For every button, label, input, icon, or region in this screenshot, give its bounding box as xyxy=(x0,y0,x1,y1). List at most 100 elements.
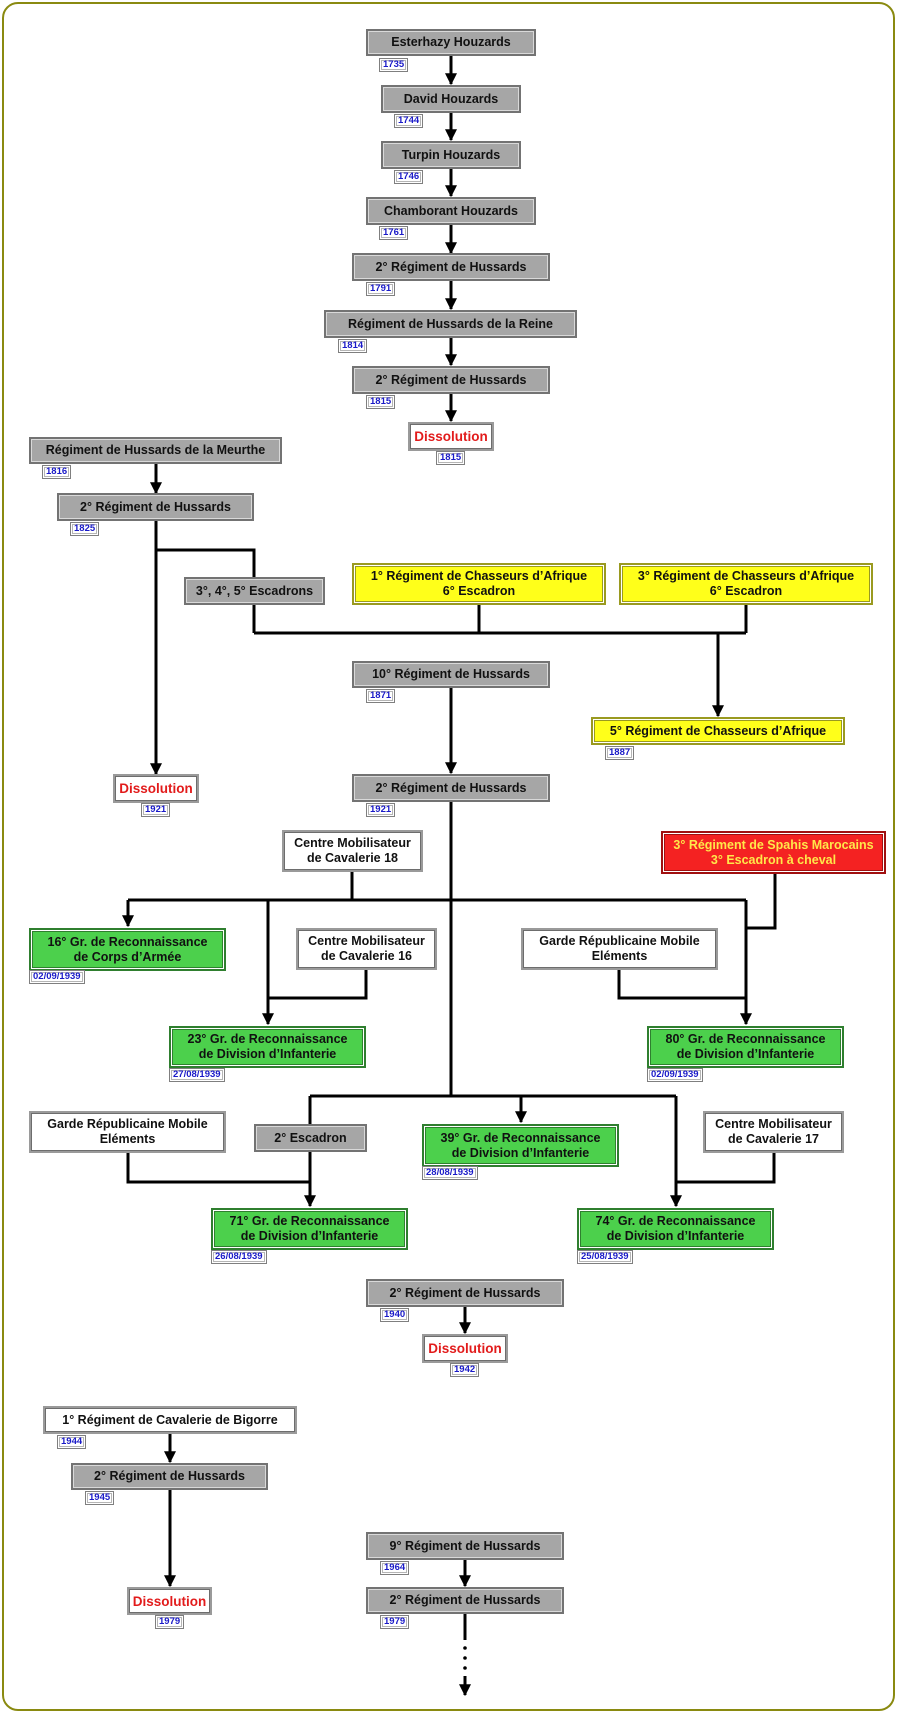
node-label: Dissolution xyxy=(414,429,488,444)
date-badge: 1744 xyxy=(394,114,424,128)
node-label: 1° Régiment de Cavalerie de Bigorre xyxy=(62,1412,278,1427)
node-3e-chasseurs-afrique-6e-escadron: 3° Régiment de Chasseurs d’Afrique 6° Es… xyxy=(619,563,873,605)
date-badge: 1815 xyxy=(436,451,466,465)
node-label: Turpin Houzards xyxy=(401,147,501,162)
node-1er-cavalerie-bigorre: 1° Régiment de Cavalerie de Bigorre xyxy=(43,1406,297,1434)
node-label: Centre Mobilisateur de Cavalerie 18 xyxy=(294,836,411,865)
node-74e-gr-reconnaissance: 74° Gr. de Reconnaissance de Division d’… xyxy=(577,1208,774,1250)
date-badge: 1825 xyxy=(70,522,100,536)
node-label: 2° Régiment de Hussards xyxy=(389,1593,541,1607)
node-hussards-meurthe: Régiment de Hussards de la Meurthe xyxy=(29,437,282,464)
node-label: 2° Régiment de Hussards xyxy=(375,372,527,387)
date-badge: 27/08/1939 xyxy=(169,1068,225,1082)
node-71e-gr-reconnaissance: 71° Gr. de Reconnaissance de Division d’… xyxy=(211,1208,408,1250)
edge-spahis-gr80 xyxy=(746,874,777,930)
node-9e-hussards-1964: 9° Régiment de Hussards xyxy=(366,1532,564,1560)
node-centre-mobilisateur-cavalerie-16: Centre Mobilisateur de Cavalerie 16 xyxy=(296,928,437,970)
node-turpin-houzards: Turpin Houzards xyxy=(381,141,521,169)
node-3e-spahis-marocains: 3° Régiment de Spahis Marocains 3° Escad… xyxy=(661,831,886,874)
node-label: 16° Gr. de Reconnaissance de Corps d’Arm… xyxy=(47,934,208,964)
date-badge: 1921 xyxy=(366,803,396,817)
date-badge: 1871 xyxy=(366,689,396,703)
node-1er-chasseurs-afrique-6e-escadron: 1° Régiment de Chasseurs d’Afrique 6° Es… xyxy=(352,563,606,605)
node-label: Dissolution xyxy=(119,781,193,796)
node-esterhazy-houzards: Esterhazy Houzards xyxy=(366,29,536,56)
node-label: 3° Régiment de Spahis Marocains 3° Escad… xyxy=(673,837,874,867)
node-5e-chasseurs-afrique-1887: 5° Régiment de Chasseurs d’Afrique xyxy=(591,717,845,745)
node-label: Garde Républicaine Mobile Eléments xyxy=(539,934,700,963)
node-label: 39° Gr. de Reconnaissance de Division d’… xyxy=(440,1130,601,1160)
date-badge: 25/08/1939 xyxy=(577,1250,633,1264)
node-label: 2° Régiment de Hussards xyxy=(375,259,527,274)
date-badge: 1814 xyxy=(338,339,368,353)
node-16e-gr-reconnaissance: 16° Gr. de Reconnaissance de Corps d’Arm… xyxy=(29,928,226,971)
node-label: Chamborant Houzards xyxy=(383,203,519,218)
node-label: 3° Régiment de Chasseurs d’Afrique 6° Es… xyxy=(637,569,855,598)
date-badge: 1921 xyxy=(141,803,171,817)
node-label: 2° Régiment de Hussards xyxy=(375,780,527,795)
node-label: David Houzards xyxy=(403,91,499,106)
node-centre-mobilisateur-cavalerie-17: Centre Mobilisateur de Cavalerie 17 xyxy=(703,1111,844,1153)
edge-cmc17-gr74 xyxy=(676,1153,776,1184)
node-label: 10° Régiment de Hussards xyxy=(372,667,530,681)
date-badge: 1816 xyxy=(42,465,72,479)
edge-1825-escadrons xyxy=(156,548,256,577)
node-hussards-reine: Régiment de Hussards de la Reine xyxy=(324,310,577,338)
node-label: Dissolution xyxy=(428,1341,502,1356)
node-label: 2° Régiment de Hussards xyxy=(80,499,231,514)
date-badge: 1979 xyxy=(155,1615,185,1629)
node-label: 80° Gr. de Reconnaissance de Division d’… xyxy=(665,1032,826,1061)
node-label: Garde Républicaine Mobile Eléments xyxy=(47,1117,208,1146)
node-2e-hussards-1940: 2° Régiment de Hussards xyxy=(366,1279,564,1307)
edge-cmc16-gr23 xyxy=(268,968,368,1000)
node-39e-gr-reconnaissance: 39° Gr. de Reconnaissance de Division d’… xyxy=(422,1124,619,1167)
node-label: Régiment de Hussards de la Meurthe xyxy=(45,443,266,457)
date-badge: 02/09/1939 xyxy=(647,1068,703,1082)
date-badge: 1887 xyxy=(605,746,635,760)
date-badge: 1944 xyxy=(57,1435,87,1449)
continuation-dot xyxy=(463,1666,467,1670)
node-label: 2° Régiment de Hussards xyxy=(94,1469,245,1483)
node-80e-gr-reconnaissance: 80° Gr. de Reconnaissance de Division d’… xyxy=(647,1026,844,1068)
date-badge: 1791 xyxy=(366,282,396,296)
node-label: Esterhazy Houzards xyxy=(391,35,511,49)
date-badge: 1945 xyxy=(85,1491,115,1505)
node-dissolution-1815: Dissolution xyxy=(408,422,494,451)
date-badge: 1964 xyxy=(380,1561,410,1575)
date-badge: 1761 xyxy=(379,226,409,240)
date-badge: 1979 xyxy=(380,1615,410,1629)
continuation-dot xyxy=(463,1646,467,1650)
node-2e-hussards-1791: 2° Régiment de Hussards xyxy=(352,253,550,281)
node-garde-republicaine-mobile-1: Garde Républicaine Mobile Eléments xyxy=(521,928,718,970)
node-label: Centre Mobilisateur de Cavalerie 17 xyxy=(715,1117,832,1146)
node-centre-mobilisateur-cavalerie-18: Centre Mobilisateur de Cavalerie 18 xyxy=(282,830,423,872)
date-badge: 1942 xyxy=(450,1363,480,1377)
node-david-houzards: David Houzards xyxy=(381,85,521,113)
date-badge: 02/09/1939 xyxy=(29,970,85,984)
node-label: 74° Gr. de Reconnaissance de Division d’… xyxy=(595,1214,756,1243)
node-label: 3°, 4°, 5° Escadrons xyxy=(195,583,314,598)
node-label: 1° Régiment de Chasseurs d’Afrique 6° Es… xyxy=(370,569,588,598)
node-2e-hussards-1825: 2° Régiment de Hussards xyxy=(57,493,254,521)
node-label: 5° Régiment de Chasseurs d’Afrique xyxy=(609,723,827,738)
date-badge: 28/08/1939 xyxy=(422,1166,478,1180)
node-10e-hussards-1871: 10° Régiment de Hussards xyxy=(352,661,550,688)
date-badge: 1815 xyxy=(366,395,396,409)
node-label: Centre Mobilisateur de Cavalerie 16 xyxy=(308,934,425,963)
edge-grm2-gr71 xyxy=(126,1153,310,1184)
date-badge: 1735 xyxy=(379,58,409,72)
node-label: 2° Escadron xyxy=(274,1130,347,1145)
node-label: 2° Régiment de Hussards xyxy=(389,1285,541,1300)
node-2e-escadron: 2° Escadron xyxy=(254,1124,367,1152)
node-garde-republicaine-mobile-2: Garde Républicaine Mobile Eléments xyxy=(29,1111,226,1153)
date-badge: 1746 xyxy=(394,170,424,184)
node-label: 71° Gr. de Reconnaissance de Division d’… xyxy=(229,1214,390,1243)
continuation-dot xyxy=(463,1656,467,1660)
node-label: 23° Gr. de Reconnaissance de Division d’… xyxy=(187,1032,348,1061)
node-label: Régiment de Hussards de la Reine xyxy=(348,316,553,331)
node-2e-hussards-1979: 2° Régiment de Hussards xyxy=(366,1587,564,1614)
node-2e-hussards-1921: 2° Régiment de Hussards xyxy=(352,774,550,802)
node-chamborant-houzards: Chamborant Houzards xyxy=(366,197,536,225)
node-2e-hussards-1815: 2° Régiment de Hussards xyxy=(352,366,550,394)
